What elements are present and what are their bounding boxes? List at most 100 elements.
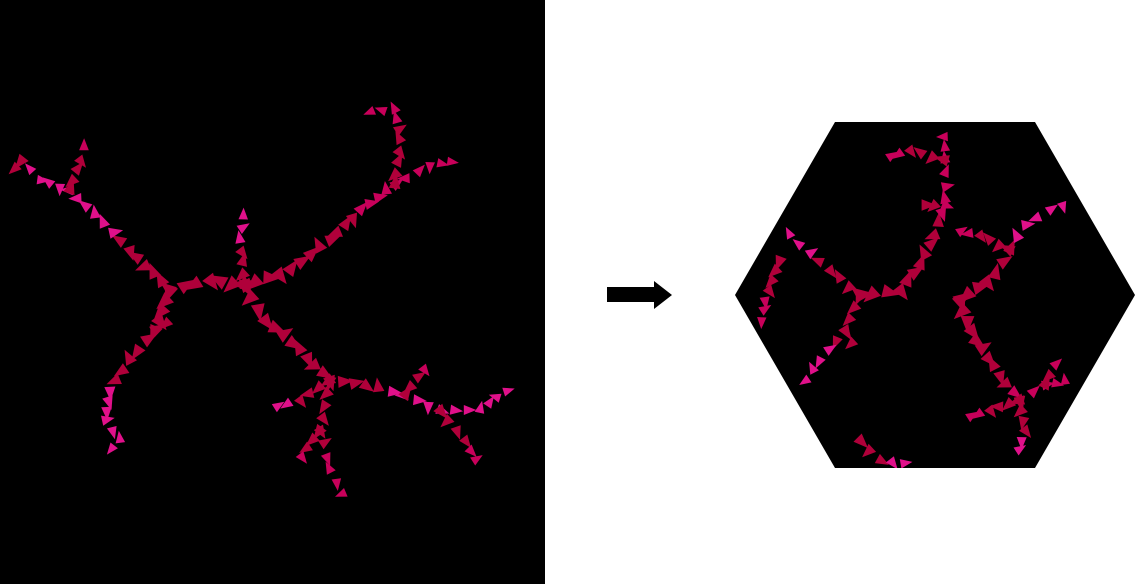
triangle-mark [810,257,825,268]
left-triangle-cluster [8,101,515,497]
triangle-mark [1018,415,1030,431]
triangle-mark [899,459,913,468]
triangle-mark [913,147,928,160]
triangle-mark [70,162,84,176]
triangle-mark [842,312,857,326]
triangle-mark [955,226,968,238]
triangle-mark [968,332,985,348]
triangle-mark [775,254,787,271]
right-triangle-cluster [757,131,1070,468]
triangle-mark [324,375,337,391]
triangle-mark [295,451,307,464]
triangle-mark [953,302,972,320]
triangle-mark [236,277,252,297]
triangle-mark [15,153,29,169]
triangle-mark [1019,424,1032,438]
triangle-mark [393,124,407,136]
triangle-mark [78,200,93,213]
triangle-mark [111,235,128,248]
triangle-mark [863,285,881,303]
triangle-mark [906,266,924,281]
triangle-mark [989,401,1004,413]
triangle-mark [246,273,264,291]
triangle-mark [996,256,1013,270]
triangle-mark [373,377,385,393]
triangle-mark [923,237,939,252]
triangle-mark [294,394,307,408]
triangle-mark [74,154,86,168]
triangle-mark [996,376,1012,388]
triangle-mark [305,432,320,446]
triangle-mark [1060,372,1070,385]
triangle-mark [271,266,287,285]
triangle-mark [762,284,775,299]
triangle-mark [65,173,80,188]
triangle-mark [992,238,1007,253]
triangle-mark [502,387,515,397]
hexagon-panel [735,122,1135,468]
triangle-mark [846,300,862,315]
triangle-mark [140,333,158,348]
triangle-mark [474,400,485,414]
triangle-mark [459,434,471,448]
triangle-mark [388,167,403,182]
triangle-mark [106,426,117,440]
triangle-mark [68,193,82,204]
triangle-mark [236,223,250,234]
triangle-mark [423,401,434,416]
triangle-mark [885,151,898,163]
triangle-mark [984,404,997,418]
triangle-mark [1007,385,1022,399]
triangle-mark [483,396,494,409]
triangle-mark [99,213,111,229]
triangle-mark [412,164,425,178]
triangle-mark [804,248,819,260]
triangle-mark [250,303,265,322]
triangle-mark [293,255,311,270]
triangle-mark [381,181,392,195]
triangle-mark [433,403,448,419]
triangle-mark [885,456,898,468]
triangle-mark [131,343,146,360]
triangle-mark [960,316,975,334]
triangle-mark [853,433,868,448]
triangle-mark [841,280,857,295]
triangle-mark [470,455,483,466]
triangle-mark [303,357,321,370]
triangle-mark [325,461,336,475]
triangle-mark [149,262,162,280]
triangle-mark [294,339,308,357]
triangle-mark [1012,227,1025,244]
triangle-mark [925,150,940,164]
triangle-mark [263,270,281,285]
triangle-mark [1049,358,1063,371]
triangle-mark [892,147,906,159]
triangle-mark [972,407,986,419]
triangle-mark [940,182,955,193]
triangle-mark [319,399,332,415]
triangle-mark [223,275,242,293]
triangle-mark [299,441,313,453]
triangle-mark [267,319,286,333]
triangle-mark [8,161,22,175]
triangle-mark [338,215,352,232]
triangle-mark [326,225,343,237]
triangle-mark [987,263,1001,281]
triangle-mark [238,207,248,220]
triangle-mark [838,324,851,340]
triangle-mark [149,324,165,337]
triangle-mark [106,442,118,455]
triangle-mark [983,232,997,246]
triangle-mark [374,107,388,117]
triangle-mark [319,386,334,400]
triangle-mark [392,145,406,160]
triangle-mark [450,425,461,440]
triangle-mark [1021,220,1036,231]
triangle-mark [324,235,341,247]
triangle-mark [202,272,218,291]
triangle-mark [927,198,941,212]
triangle-mark [488,393,502,403]
triangle-mark [391,152,403,168]
triangle-mark [123,245,135,261]
triangle-mark [373,192,388,204]
